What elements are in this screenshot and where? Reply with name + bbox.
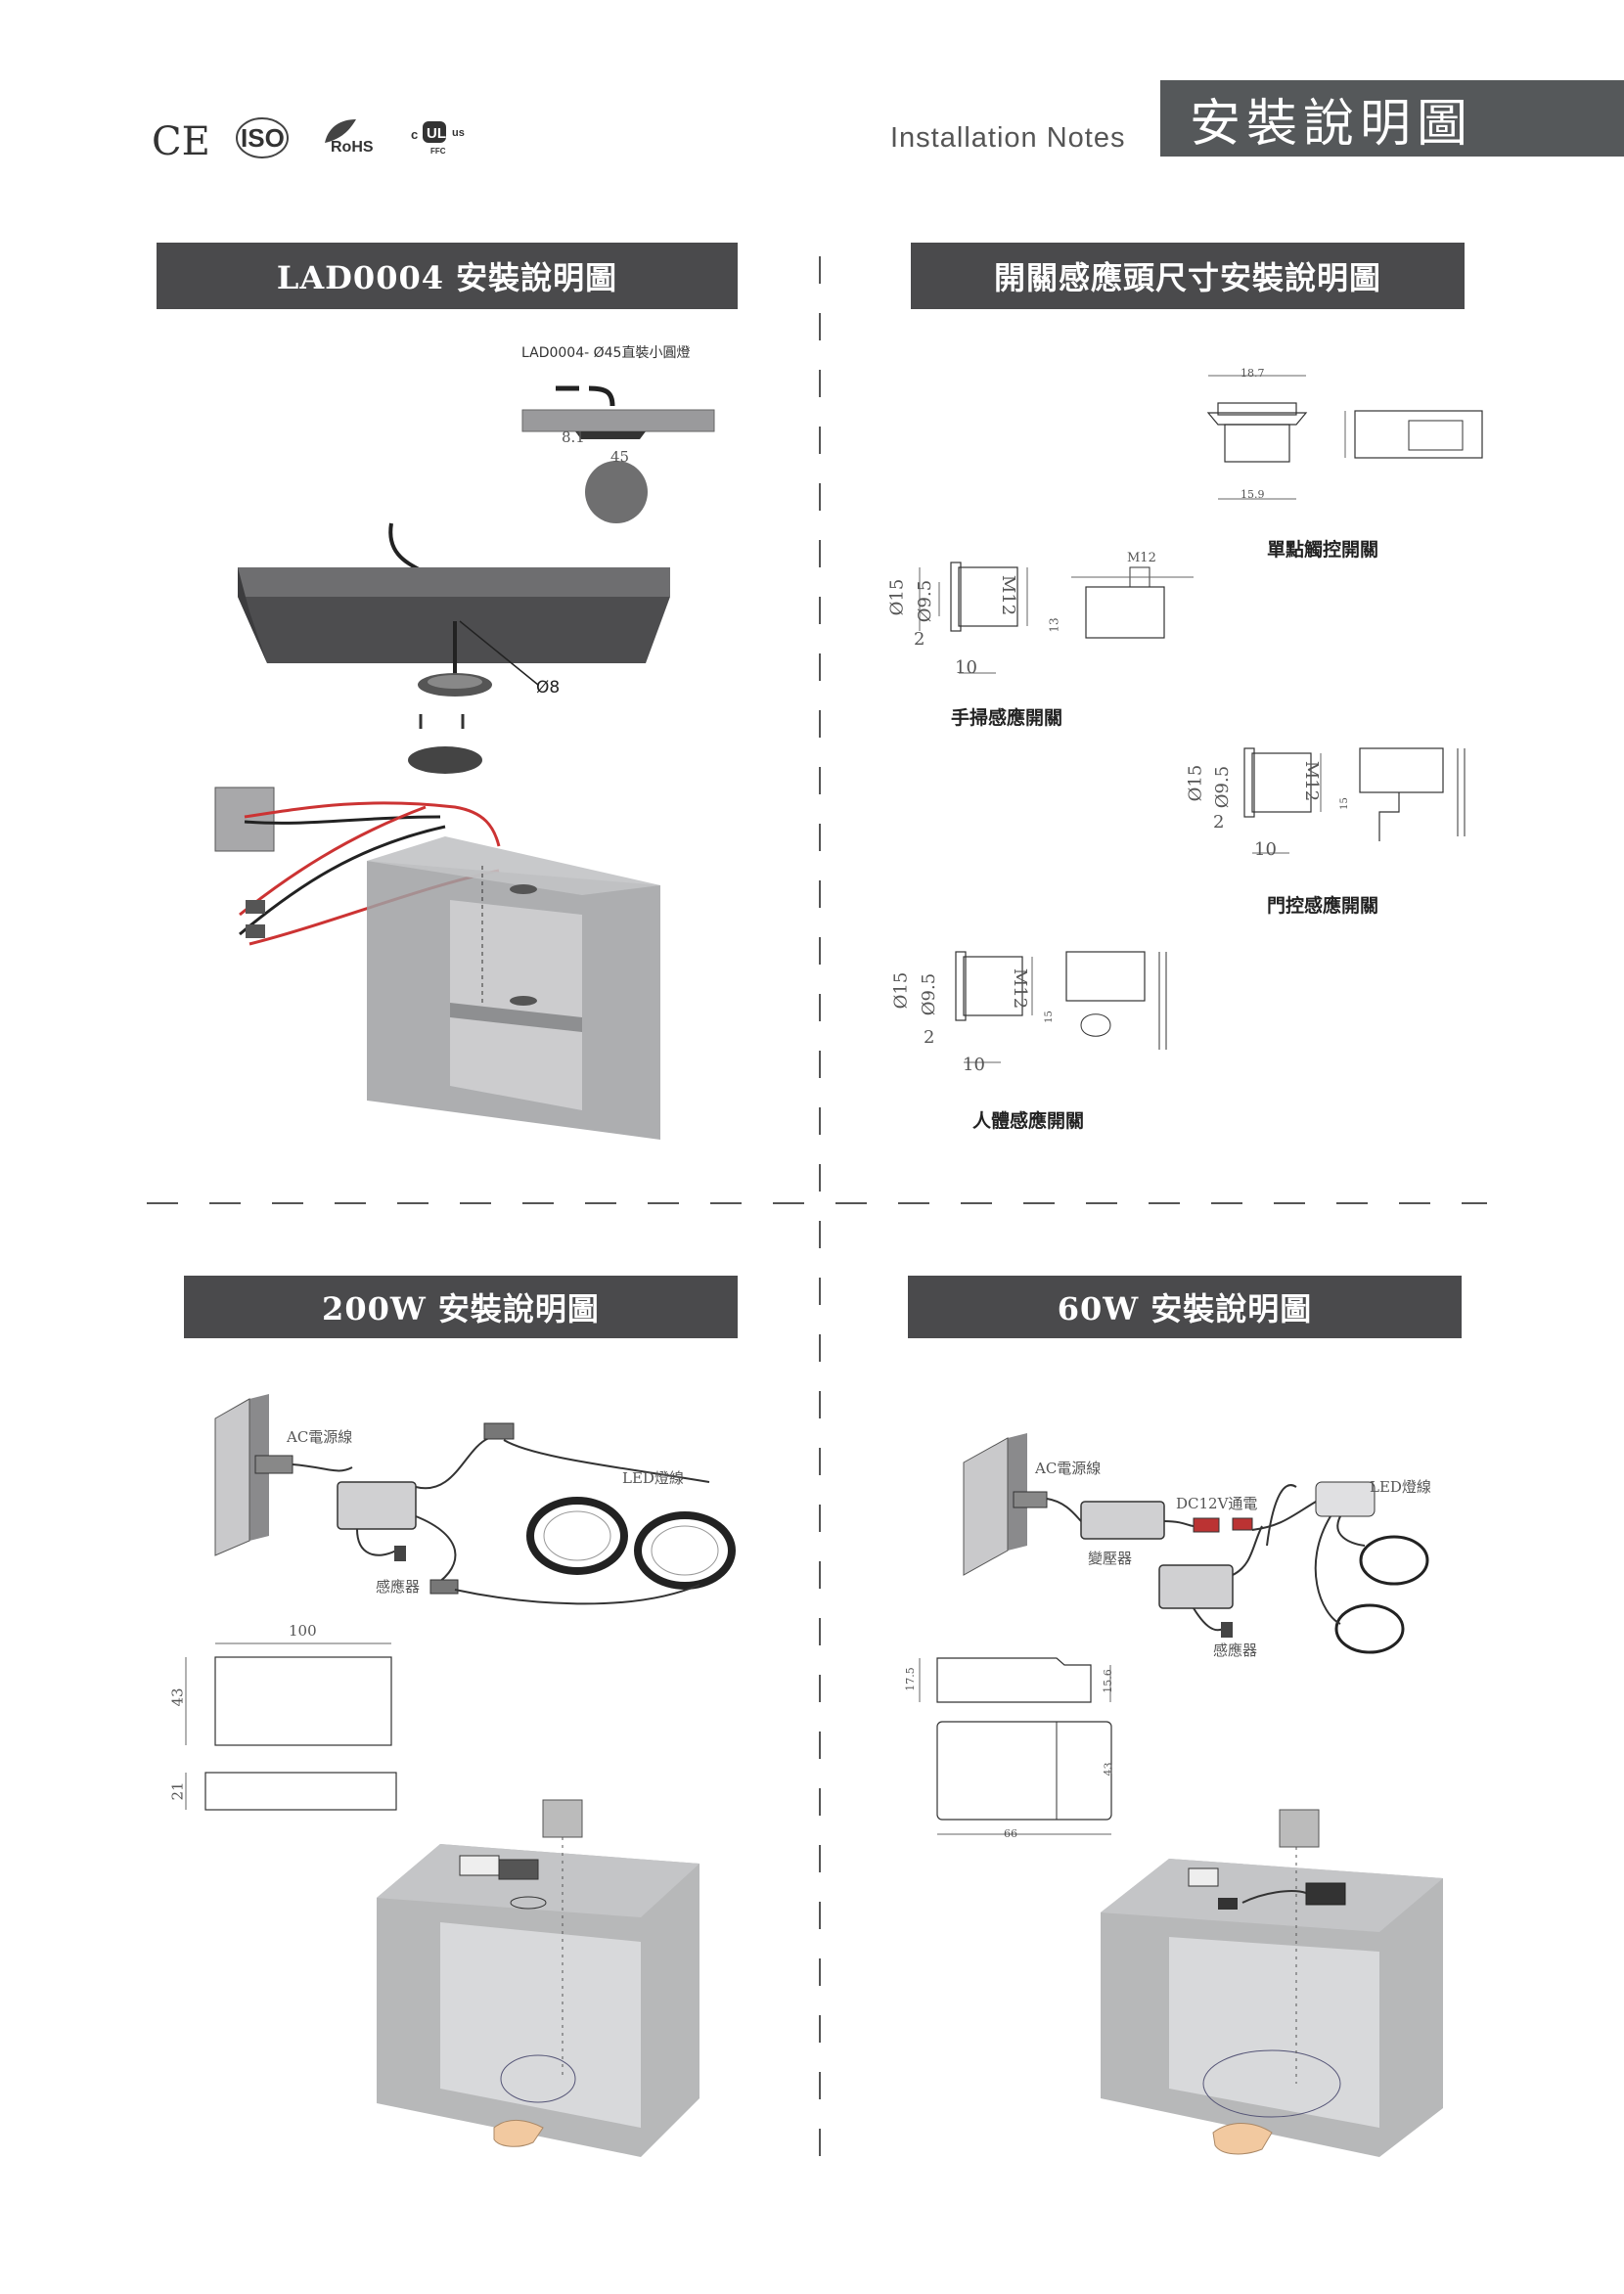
lad0004-title: LAD0004 安裝說明圖 — [157, 243, 738, 309]
w60-dim-17-5: 17.5 — [903, 1667, 917, 1691]
w200-dim-100: 100 — [289, 1622, 317, 1640]
w200-dim-43: 43 — [168, 1687, 187, 1707]
w60-sensor-label: 感應器 — [1213, 1642, 1258, 1659]
ul-logo: c UL us FFC — [411, 117, 470, 160]
sweep-dim-2: 2 — [914, 629, 925, 650]
door-dim-m12: M12 — [1301, 760, 1323, 802]
body-dim-2: 2 — [924, 1027, 935, 1048]
sweep-dim-o15: Ø15 — [886, 578, 908, 616]
horizontal-divider — [147, 1202, 1487, 1204]
touch-switch-drawing — [1206, 375, 1483, 500]
door-dim-10: 10 — [1254, 839, 1277, 860]
leaf-icon — [325, 119, 356, 143]
w60-dc-label: DC12V通電 — [1176, 1495, 1258, 1512]
w60-dim-66: 66 — [1004, 1827, 1017, 1840]
door-dim-o9-5: Ø9.5 — [1212, 765, 1234, 809]
w60-led-label: LED燈線 — [1370, 1478, 1431, 1496]
rohs-text: RoHS — [331, 139, 374, 156]
w200-ac-label: AC電源線 — [287, 1428, 353, 1446]
door-dim-o15: Ø15 — [1185, 764, 1206, 802]
svg-text:UL: UL — [427, 125, 446, 142]
sweep-dim-13: 13 — [1047, 617, 1061, 633]
w200-driver-dims — [185, 1642, 397, 1811]
sweep-dim-10: 10 — [955, 657, 977, 678]
w60-wiring — [963, 1433, 1429, 1654]
touch-dim-18-7: 18.7 — [1241, 367, 1265, 380]
header-tab: 安裝說明圖 — [1160, 80, 1624, 157]
w60-dim-43: 43 — [1102, 1762, 1115, 1777]
w200-wiring — [214, 1394, 736, 1605]
iso-text: ISO — [241, 123, 285, 153]
touch-dim-15-9: 15.9 — [1241, 488, 1265, 501]
rohs-logo: RoHS — [321, 117, 389, 160]
lad0004-caption: LAD0004- Ø45直裝小圓燈 — [521, 345, 691, 361]
iso-icon — [236, 117, 289, 158]
w200-dim-21: 21 — [168, 1781, 187, 1801]
sweep-switch-drawing — [919, 562, 1194, 674]
dim-45: 45 — [610, 448, 630, 466]
dim-o8: Ø8 — [536, 678, 561, 697]
ul-c: c — [411, 127, 419, 142]
w200-led-label: LED燈線 — [622, 1469, 684, 1487]
ul-us: us — [452, 127, 465, 139]
w200-sensor-label: 感應器 — [376, 1578, 421, 1596]
w60-driver-dims — [919, 1657, 1112, 1835]
door-switch-label: 門控感應開關 — [1267, 895, 1379, 917]
ce-mark: CE — [152, 119, 210, 164]
touch-switch-label: 單點觸控開關 — [1267, 539, 1379, 561]
body-dim-15: 15 — [1043, 1011, 1055, 1023]
sweep-switch-label: 手掃感應開關 — [951, 707, 1063, 729]
w200-cabinet — [377, 1799, 699, 2157]
lad0004-assembly — [214, 522, 670, 1140]
lad0004-light-detail — [521, 385, 715, 523]
w60-dim-15-6: 15.6 — [1101, 1669, 1114, 1693]
ul-ffc: FFC — [430, 147, 446, 156]
body-dim-o9-5: Ø9.5 — [919, 972, 940, 1016]
vertical-divider — [819, 256, 821, 2164]
w60-transformer-label: 變壓器 — [1088, 1550, 1133, 1567]
sensor-title: 開關感應頭尺寸安裝說明圖 — [911, 243, 1465, 309]
body-switch-label: 人體感應開關 — [972, 1110, 1085, 1132]
ul-icon: UL — [423, 121, 446, 143]
w60-cabinet — [1101, 1809, 1443, 2157]
iso-logo: ISO — [235, 115, 290, 160]
door-dim-2: 2 — [1213, 812, 1225, 832]
body-dim-m12: M12 — [1010, 967, 1031, 1010]
body-dim-10: 10 — [963, 1055, 985, 1075]
body-switch-drawing — [955, 951, 1167, 1063]
door-dim-15: 15 — [1338, 797, 1350, 810]
w60-title: 60W 安裝說明圖 — [908, 1276, 1462, 1338]
door-switch-drawing — [1243, 747, 1466, 854]
w200-title: 200W 安裝說明圖 — [184, 1276, 738, 1338]
w60-ac-label: AC電源線 — [1035, 1460, 1102, 1477]
installation-notes: Installation Notes — [890, 122, 1126, 154]
dim-8-1: 8.1 — [562, 428, 585, 446]
body-dim-o15: Ø15 — [890, 971, 912, 1010]
sweep-dim-o9-5: Ø9.5 — [915, 579, 936, 623]
sweep-dim-m12: M12 — [998, 574, 1019, 616]
sweep-dim-m12-top: M12 — [1127, 551, 1156, 565]
